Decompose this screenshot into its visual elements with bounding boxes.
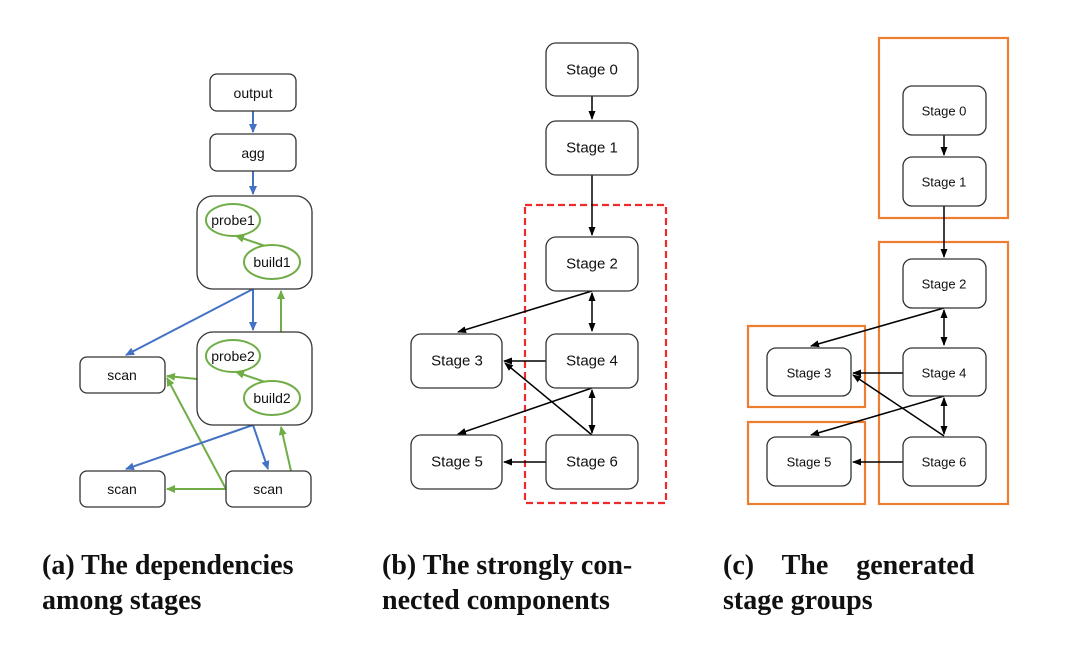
stage-c-1: Stage 1 xyxy=(902,156,987,207)
stage-c-3: Stage 3 xyxy=(766,347,852,397)
probe2-label: probe2 xyxy=(211,348,255,364)
build2-label: build2 xyxy=(253,390,291,406)
edge-join2-scan-bl xyxy=(125,424,254,471)
stage-label: Stage 4 xyxy=(566,353,618,370)
stage-c-0: Stage 0 xyxy=(902,85,987,136)
edge-scan-br-join2 xyxy=(278,426,292,472)
stage-c-6: Stage 6 xyxy=(902,436,987,487)
stage-label: Stage 6 xyxy=(566,454,618,471)
panel-c: Stage 0 Stage 1 Stage 2 Stage 3 Stage 4 … xyxy=(746,36,1010,506)
scc-boundary xyxy=(523,203,668,505)
stage-b-1: Stage 1 xyxy=(545,120,639,176)
node-label: output xyxy=(234,85,273,101)
stage-label: Stage 0 xyxy=(566,62,618,79)
caption-b: (b) The strongly con- nected components xyxy=(382,548,632,618)
stage-b-3: Stage 3 xyxy=(410,333,503,389)
build1-label: build1 xyxy=(253,254,291,270)
stage-label: Stage 1 xyxy=(566,140,618,157)
stage-label: Stage 5 xyxy=(431,454,483,471)
caption-c-line2: stage groups xyxy=(723,585,873,616)
node-scan-bottom-right: scan xyxy=(225,470,312,508)
caption-a: (a) The dependencies among stages xyxy=(42,548,294,618)
edge-c-s4-s5 xyxy=(810,395,945,437)
node-join2-inner: probe2 build2 xyxy=(205,339,301,416)
stage-c-4: Stage 4 xyxy=(902,347,987,397)
group-box-2 xyxy=(746,324,867,409)
caption-b-line2: nected components xyxy=(382,585,610,616)
edge-scan-br-scan-left xyxy=(166,377,227,490)
edge-b-s4-s5 xyxy=(457,387,593,435)
caption-c: (c) The generated stage groups xyxy=(723,548,974,618)
edge-b-s2-s3 xyxy=(457,290,593,334)
edge-b-s6-s3 xyxy=(504,362,593,436)
edge-c-s2-s3 xyxy=(810,307,945,348)
node-join1-inner: probe1 build1 xyxy=(205,203,301,280)
caption-a-line1: (a) The dependencies xyxy=(42,550,294,581)
node-label: scan xyxy=(107,367,137,383)
caption-a-line2: among stages xyxy=(42,585,202,616)
stage-b-6: Stage 6 xyxy=(545,434,639,490)
node-scan-left: scan xyxy=(79,356,166,394)
stage-b-4: Stage 4 xyxy=(545,333,639,389)
caption-c-line1: (c) The generated xyxy=(723,550,975,581)
stage-b-2: Stage 2 xyxy=(545,236,639,292)
stage-label: Stage 3 xyxy=(787,366,832,381)
stage-label: Stage 2 xyxy=(922,277,967,292)
probe1-ellipse xyxy=(205,203,261,237)
edge-join2-scan-br xyxy=(252,424,270,470)
probe1-label: probe1 xyxy=(211,212,255,228)
edge-join1-scan-left xyxy=(125,288,254,356)
group-box-3 xyxy=(746,420,867,506)
node-label: scan xyxy=(253,481,283,497)
node-output: output xyxy=(209,73,297,112)
edge-c-s6-s3 xyxy=(852,374,945,437)
stage-label: Stage 6 xyxy=(922,455,967,470)
stage-label: Stage 2 xyxy=(566,256,618,273)
node-scan-bottom-left: scan xyxy=(79,470,166,508)
stage-b-0: Stage 0 xyxy=(545,42,639,97)
stage-b-5: Stage 5 xyxy=(410,434,503,490)
build2-ellipse xyxy=(243,380,301,416)
stage-label: Stage 1 xyxy=(922,175,967,190)
node-label: agg xyxy=(241,145,264,161)
stage-label: Stage 0 xyxy=(922,104,967,119)
stage-c-5: Stage 5 xyxy=(766,436,852,487)
node-agg: agg xyxy=(209,133,297,172)
panel-b: Stage 0 Stage 1 Stage 2 Stage 3 Stage 4 … xyxy=(410,42,668,505)
node-label: scan xyxy=(107,481,137,497)
stage-c-2: Stage 2 xyxy=(902,258,987,309)
stage-label: Stage 5 xyxy=(787,455,832,470)
stage-label: Stage 4 xyxy=(922,366,967,381)
caption-b-line1: (b) The strongly con- xyxy=(382,550,633,581)
panel-a: output agg probe1 build1 probe2 build2 xyxy=(79,73,313,508)
stage-label: Stage 3 xyxy=(431,353,483,370)
build1-ellipse xyxy=(243,244,301,280)
edge-join2-scan-left xyxy=(166,372,198,381)
probe2-ellipse xyxy=(205,339,261,373)
